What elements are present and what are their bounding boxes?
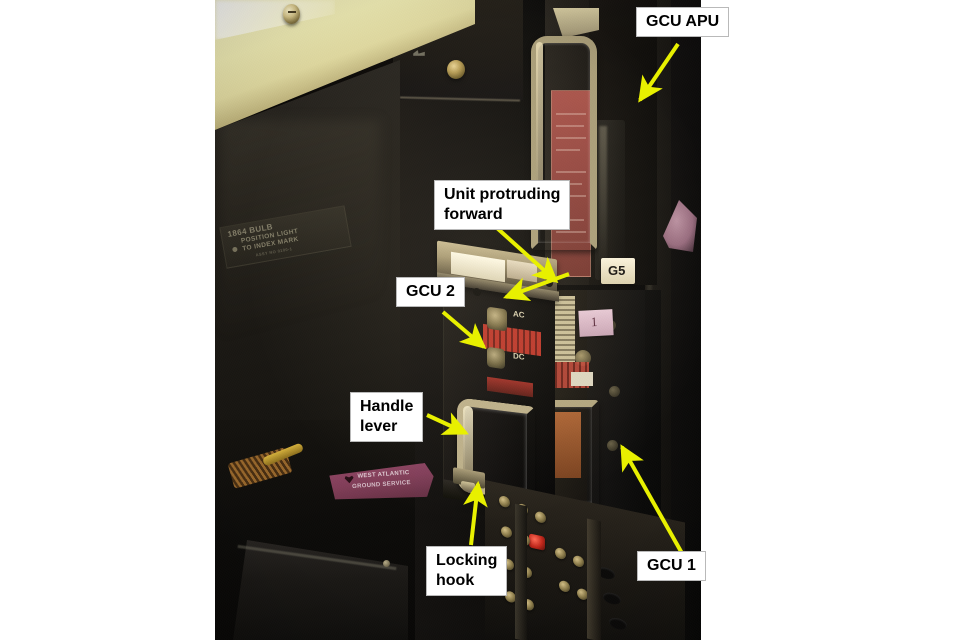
breaker-divider-right bbox=[587, 518, 601, 640]
index-mark-dot bbox=[232, 246, 238, 253]
callout-gcu-apu[interactable]: GCU APU bbox=[636, 7, 730, 37]
breaker-divider-left bbox=[515, 503, 527, 640]
tray-hole-left bbox=[473, 287, 481, 297]
tag-logo-icon bbox=[344, 475, 354, 484]
ground-tag-line-1: WEST ATLANTIC bbox=[357, 470, 410, 480]
handle-lever-highlight bbox=[463, 405, 473, 475]
callout-gcu-2[interactable]: GCU 2 bbox=[396, 277, 465, 307]
callout-gcu-1[interactable]: GCU 1 bbox=[637, 551, 706, 581]
ceiling-screw bbox=[283, 4, 300, 24]
gcu-2-dc-connector bbox=[487, 346, 505, 370]
unit-tag-g5-text: G5 bbox=[608, 263, 626, 278]
gcu-2-ac-connector bbox=[487, 306, 507, 332]
ac-label: AC bbox=[513, 309, 525, 320]
ground-tag-line-2: GROUND SERVICE bbox=[352, 479, 412, 491]
annotated-photograph: G5 1 AC DC bbox=[215, 0, 701, 640]
dc-label: DC bbox=[513, 351, 525, 362]
unit-tag-one-text: 1 bbox=[590, 313, 598, 330]
callout-locking-hook[interactable]: Locking hook bbox=[426, 546, 508, 596]
gcu-apu-recess-highlight bbox=[599, 126, 607, 276]
unit-tag-one: 1 bbox=[578, 309, 614, 337]
unit-tag-g5: G5 bbox=[601, 258, 635, 284]
rack-screw bbox=[447, 60, 465, 79]
gcu-apu-recess bbox=[595, 120, 625, 280]
gcu-apu-handle-highlight bbox=[536, 42, 543, 230]
gcu-1-white-label bbox=[571, 372, 593, 386]
sidewall-sheen bbox=[220, 120, 380, 420]
callout-unit-protruding-forward[interactable]: Unit protruding forward bbox=[434, 180, 571, 230]
gcu-apu-handle bbox=[531, 36, 597, 250]
callout-handle-lever[interactable]: Handle lever bbox=[350, 392, 424, 442]
tray-hole-right bbox=[545, 277, 553, 288]
floor-screw bbox=[383, 560, 390, 567]
